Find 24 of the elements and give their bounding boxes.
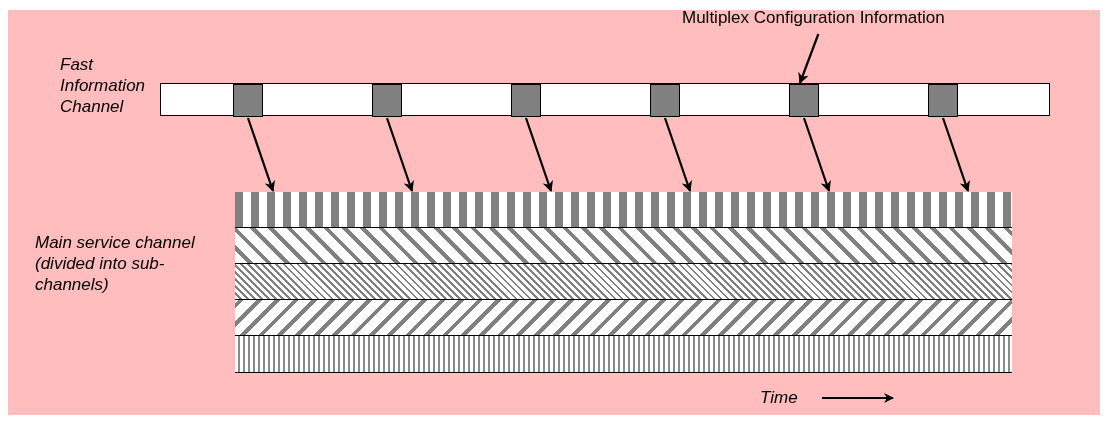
configuration-block (650, 84, 680, 117)
arrow (385, 117, 414, 193)
main-service-channel-band (235, 192, 1012, 373)
fast-information-channel-strip (160, 83, 1050, 116)
sub-channel-band (235, 336, 1012, 373)
sub-channel-band (235, 264, 1012, 300)
callout-label: Multiplex Configuration Information (682, 6, 945, 30)
arrow (524, 117, 553, 193)
configuration-block (789, 84, 819, 117)
configuration-block (511, 84, 541, 117)
arrow (663, 117, 692, 193)
sub-channel-band (235, 300, 1012, 336)
sub-channel-band (235, 192, 1012, 228)
channel-label: Fast Information Channel (60, 54, 147, 117)
leader-arrow (798, 33, 820, 85)
configuration-block (928, 84, 958, 117)
arrow (802, 117, 831, 193)
sub-channel-band (235, 228, 1012, 264)
configuration-block (233, 84, 263, 117)
axis-label: Time (760, 387, 798, 408)
configuration-block (372, 84, 402, 117)
arrow (246, 117, 275, 193)
arrow (941, 117, 970, 193)
channel-label: Main service channel (divided into sub-channels) (35, 232, 196, 295)
